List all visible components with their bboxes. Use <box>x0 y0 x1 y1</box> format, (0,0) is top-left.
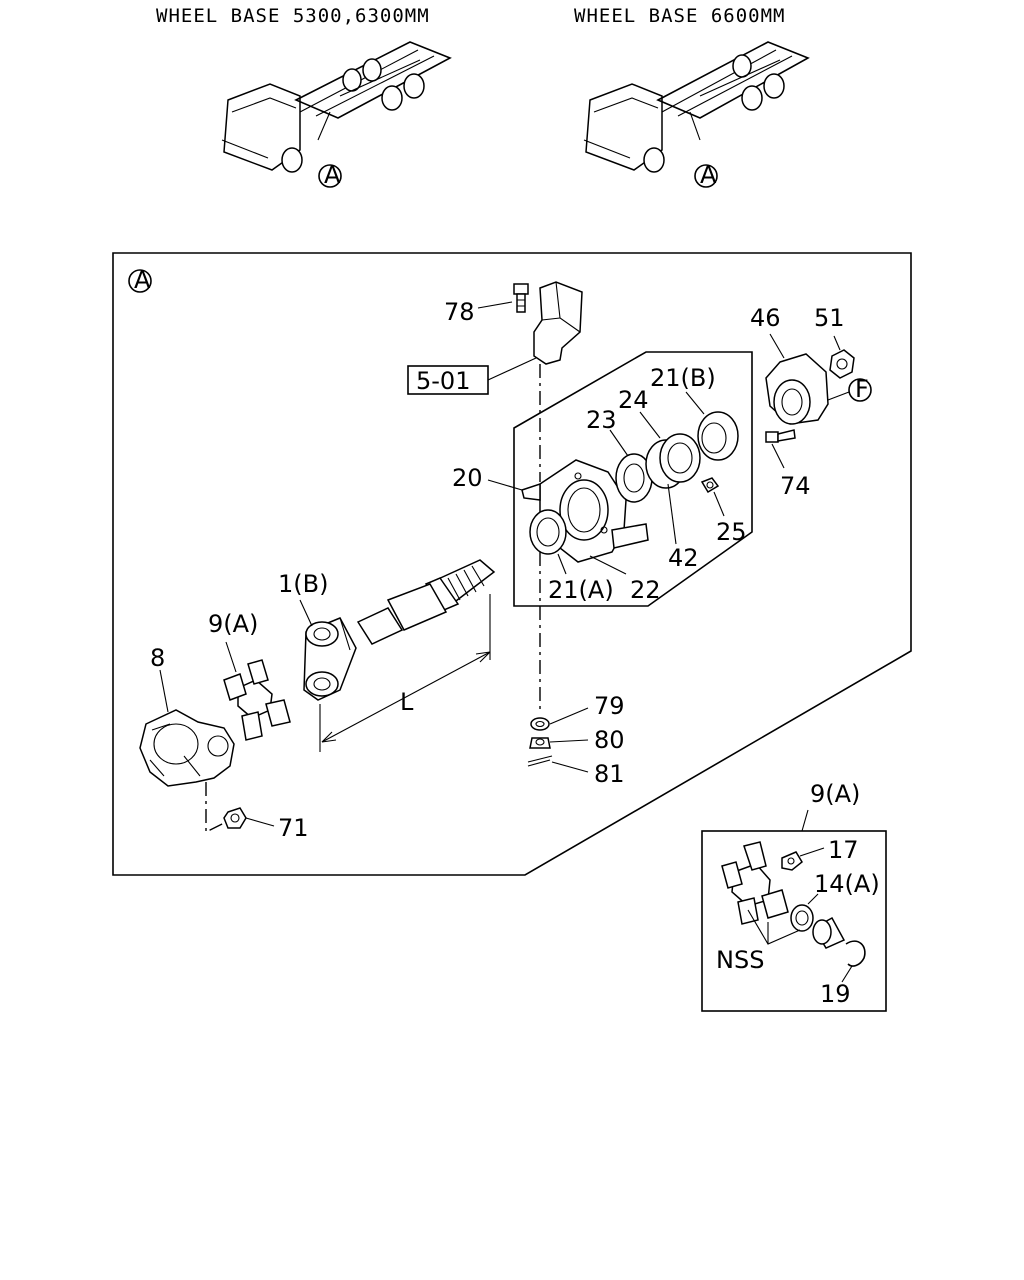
detail-view-marker: A <box>134 266 151 294</box>
part-label-17: 17 <box>828 836 859 864</box>
header-right: WHEEL BASE 6600MM <box>574 5 785 27</box>
flange-yoke-8 <box>139 709 235 787</box>
universal-joint-detail-box <box>701 830 887 1012</box>
bolt-78 <box>513 283 529 313</box>
leader-1b <box>299 599 313 627</box>
leader-78 <box>477 301 513 309</box>
leader-81 <box>551 761 589 773</box>
part-label-24: 24 <box>618 386 649 414</box>
leader-25 <box>713 491 725 517</box>
seal-21b <box>697 411 739 461</box>
bolt-74 <box>765 429 796 443</box>
grease-fitting-17 <box>781 851 803 871</box>
leader-51 <box>833 335 841 351</box>
center-bearing-subbox <box>513 351 753 607</box>
leader-22 <box>589 555 627 575</box>
leader-21b <box>685 391 705 415</box>
leader-14a <box>807 893 819 905</box>
propeller-shaft-1b <box>303 559 496 701</box>
part-label-71: 71 <box>278 814 309 842</box>
grease-nipple-25 <box>700 477 720 494</box>
part-label-9a-detail: 9(A) <box>810 780 860 808</box>
leader-24 <box>639 411 661 439</box>
part-label-20: 20 <box>452 464 483 492</box>
leader-17 <box>799 847 825 857</box>
part-label-51: 51 <box>814 304 845 332</box>
washer-79 <box>530 717 550 731</box>
snap-ring-19 <box>845 940 866 967</box>
flange-marker: F <box>855 375 869 403</box>
part-label-22: 22 <box>630 576 661 604</box>
part-label-74: 74 <box>780 472 811 500</box>
leader-42 <box>667 483 677 545</box>
view-marker-left: A <box>324 161 341 189</box>
rubber-cushion-42 <box>645 433 701 489</box>
truck-illustration-left <box>221 41 452 188</box>
leader-19 <box>841 965 853 983</box>
view-marker-right: A <box>700 161 717 189</box>
centerline-71 <box>205 782 227 834</box>
leader-21a <box>557 553 567 575</box>
leader-74 <box>771 443 785 469</box>
detail-box-a <box>112 252 912 876</box>
universal-joint-9a <box>223 659 291 741</box>
leader-5-01 <box>487 357 537 381</box>
part-label-23: 23 <box>586 406 617 434</box>
part-label-8: 8 <box>150 644 165 672</box>
part-label-1b: 1(B) <box>278 570 328 598</box>
part-label-25: 25 <box>716 518 747 546</box>
dimension-l <box>319 594 491 752</box>
header-left: WHEEL BASE 5300,6300MM <box>156 5 430 27</box>
leader-71 <box>245 817 275 827</box>
detail-view-marker-circle <box>128 269 152 293</box>
leader-9a <box>225 641 237 673</box>
part-label-nss: NSS <box>716 946 764 974</box>
leader-80 <box>549 739 589 743</box>
part-label-78: 78 <box>444 298 475 326</box>
part-label-42: 42 <box>668 544 699 572</box>
bearing-cup-detail <box>812 916 846 949</box>
leader-20 <box>487 479 523 491</box>
part-label-46: 46 <box>750 304 781 332</box>
part-label-21a: 21(A) <box>548 576 614 604</box>
leader-f <box>827 391 850 401</box>
mounting-bracket <box>533 281 583 365</box>
leader-8 <box>159 669 169 713</box>
part-label-21b: 21(B) <box>650 364 716 392</box>
part-label-14a: 14(A) <box>814 870 880 898</box>
universal-joint-cross-detail <box>721 841 789 925</box>
seal-ring-14a <box>790 904 814 932</box>
castle-nut-80 <box>529 737 551 749</box>
nut-51 <box>829 349 855 379</box>
dimension-label-l: L <box>400 688 414 716</box>
nut-71 <box>223 807 247 829</box>
seal-21a <box>529 509 567 555</box>
part-label-19: 19 <box>820 980 851 1008</box>
truck-illustration-right <box>583 41 810 188</box>
part-label-79: 79 <box>594 692 625 720</box>
reference-label-5-01: 5-01 <box>416 367 470 395</box>
part-label-80: 80 <box>594 726 625 754</box>
part-label-9a: 9(A) <box>208 610 258 638</box>
leader-79 <box>549 707 589 725</box>
flange-marker-circle <box>848 378 872 402</box>
leader-23 <box>609 429 629 457</box>
cotter-pin-81 <box>527 755 553 767</box>
part-label-81: 81 <box>594 760 625 788</box>
flange-46 <box>765 353 829 425</box>
leader-46 <box>769 333 785 359</box>
leader-9a-detail <box>801 809 809 832</box>
